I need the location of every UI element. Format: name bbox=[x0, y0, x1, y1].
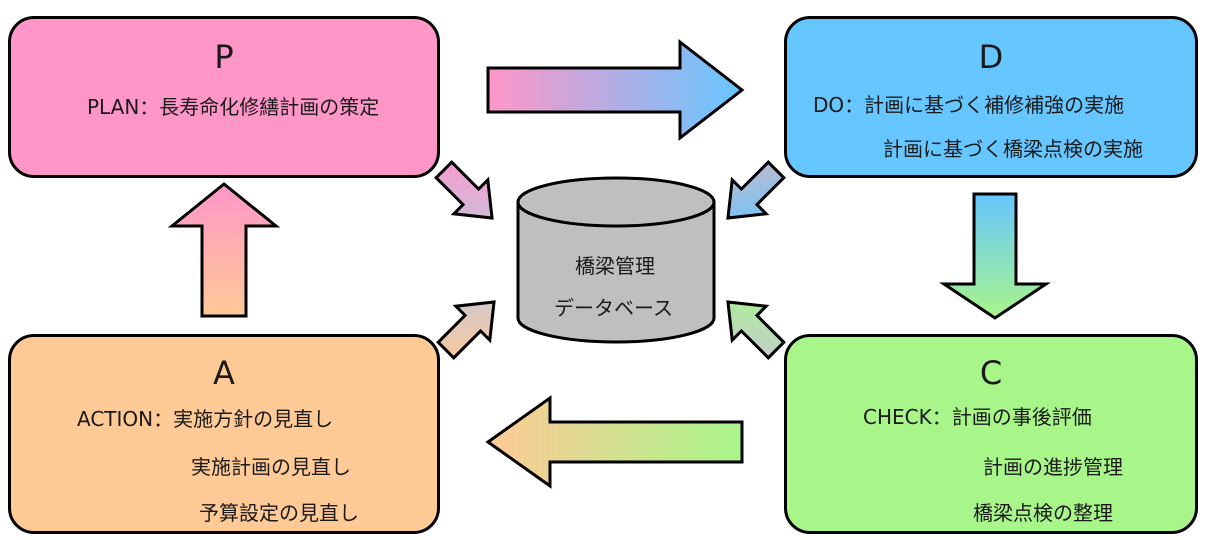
arrow-check-to-database bbox=[726, 300, 786, 360]
arrow-action-to-plan bbox=[167, 182, 281, 318]
arrow-plan-to-do bbox=[486, 38, 745, 142]
plan-line-1: PLAN：長寿命化修繕計画の策定 bbox=[87, 95, 380, 119]
action-letter: A bbox=[213, 354, 235, 392]
arrow-plan-to-database bbox=[434, 160, 494, 220]
database-label-line-1: 橋梁管理 bbox=[575, 254, 655, 278]
check-box: C CHECK：計画の事後評価 計画の進捗管理 橋梁点検の整理 bbox=[784, 334, 1198, 534]
arrow-action-to-database bbox=[436, 300, 496, 360]
check-line-3: 橋梁点検の整理 bbox=[973, 501, 1113, 525]
check-line-2: 計画の進捗管理 bbox=[983, 455, 1123, 479]
database-cylinder bbox=[516, 176, 716, 344]
do-line-1: DO：計画に基づく補修補強の実施 bbox=[813, 93, 1125, 117]
do-line-2: 計画に基づく橋梁点検の実施 bbox=[883, 137, 1143, 161]
check-line-1: CHECK：計画の事後評価 bbox=[863, 405, 1092, 429]
database-label-line-2: データベース bbox=[554, 296, 673, 320]
action-line-3: 予算設定の見直し bbox=[199, 501, 359, 525]
plan-box: P PLAN：長寿命化修繕計画の策定 bbox=[8, 16, 440, 178]
action-line-1: ACTION：実施方針の見直し bbox=[77, 407, 334, 431]
arrow-do-to-check bbox=[939, 192, 1051, 320]
do-box: D DO：計画に基づく補修補強の実施 計画に基づく橋梁点検の実施 bbox=[784, 16, 1198, 178]
check-letter: C bbox=[979, 354, 1003, 392]
action-line-2: 実施計画の見直し bbox=[191, 455, 351, 479]
action-box: A ACTION：実施方針の見直し 実施計画の見直し 予算設定の見直し bbox=[8, 334, 440, 534]
arrow-do-to-database bbox=[726, 160, 786, 220]
plan-letter: P bbox=[214, 38, 234, 76]
do-letter: D bbox=[978, 38, 1004, 76]
arrow-check-to-action bbox=[485, 395, 744, 489]
